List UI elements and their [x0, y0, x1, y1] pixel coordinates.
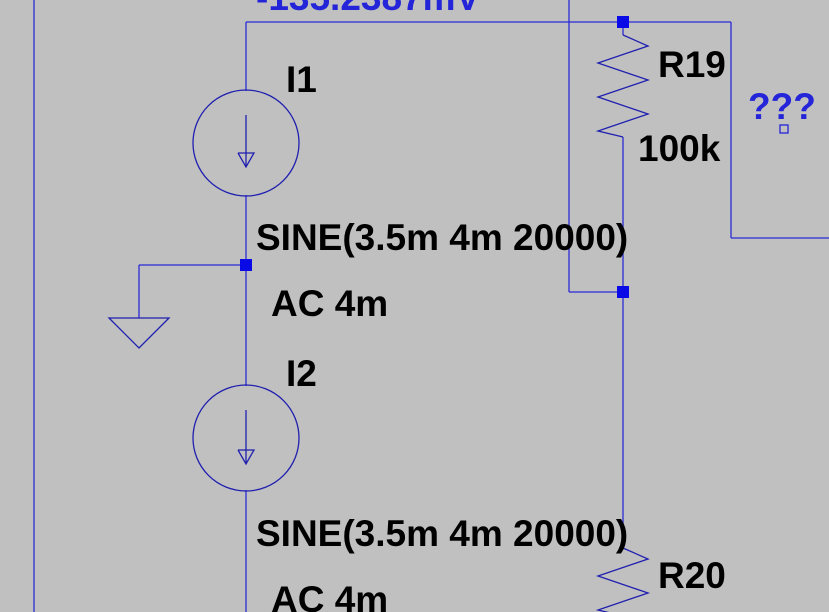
i2-value-label: SINE(3.5m 4m 20000) [256, 513, 628, 554]
resistor-r20[interactable] [595, 547, 651, 612]
r20-name-label: R20 [658, 555, 726, 596]
i2-body [192, 384, 300, 492]
i1-ac-label: AC 4m [271, 283, 388, 324]
i1-value-label: SINE(3.5m 4m 20000) [256, 217, 628, 258]
i2-ac-label: AC 4m [271, 579, 388, 612]
r19-value-label: 100k [638, 128, 721, 169]
resistor-r19[interactable] [595, 34, 651, 138]
current-source-i2[interactable] [192, 384, 300, 492]
i1-body [192, 89, 300, 197]
top-net-voltage-label: -135.2387mV [256, 0, 481, 18]
i2-name-label: I2 [286, 353, 317, 394]
junction-top[interactable] [617, 16, 629, 28]
unknown-net-label[interactable]: ??? [748, 86, 816, 127]
ground-symbol[interactable] [107, 317, 171, 349]
i1-name-label: I1 [286, 59, 317, 100]
junction-ground[interactable] [240, 259, 252, 271]
i1-arrow-head [237, 152, 256, 169]
junction-mid[interactable] [617, 286, 629, 298]
unknown-net-pin[interactable] [779, 124, 789, 134]
i2-arrow-head [237, 449, 256, 466]
r19-name-label: R19 [658, 44, 726, 85]
current-source-i1[interactable] [192, 89, 300, 197]
